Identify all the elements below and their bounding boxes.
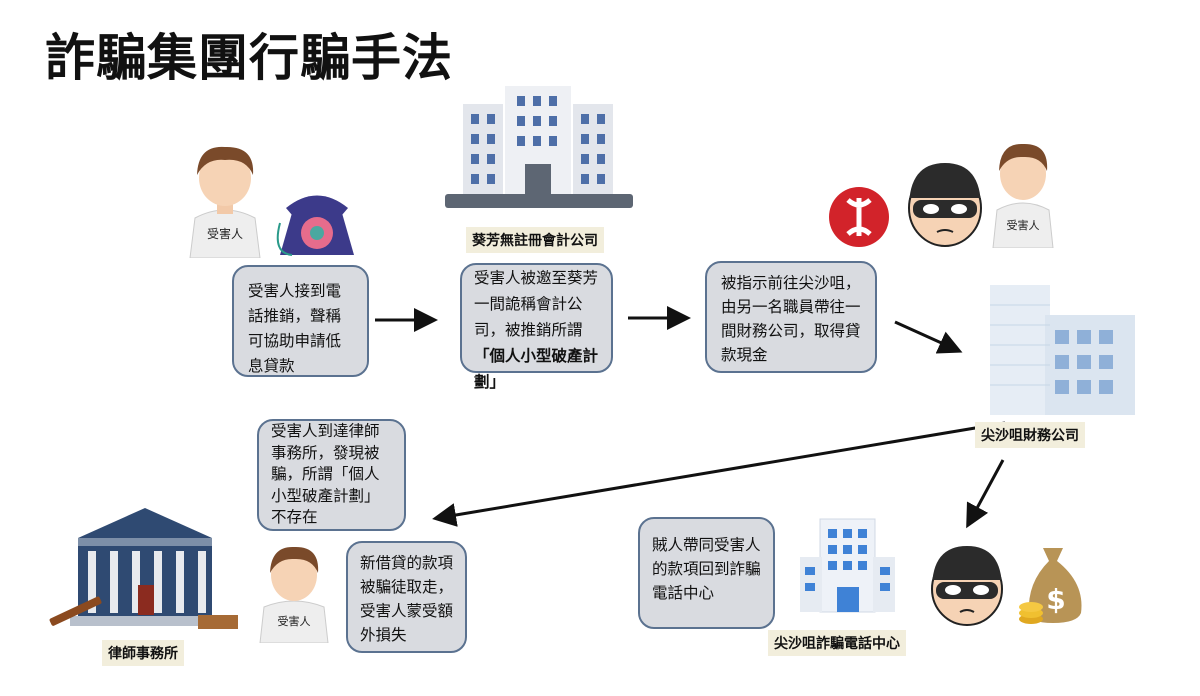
victim-figure-3: 受害人: [259, 546, 329, 643]
arrow-4: [432, 421, 1006, 527]
finance-building-icon: [990, 285, 1135, 415]
arrow-5: [966, 459, 1005, 529]
victim-figure-2: 受害人: [992, 143, 1054, 248]
step-2-plan-name: 「個人小型破產計劃」: [474, 347, 599, 391]
svg-text:$: $: [1046, 583, 1065, 616]
victim-figure-1: 受害人: [189, 146, 261, 258]
thief-icon-2: [931, 546, 1003, 626]
page-title: 詐騙集團行騙手法: [45, 29, 453, 87]
label-tst-finance: 尖沙咀財務公司: [975, 422, 1085, 448]
thief-icon-1: [908, 163, 982, 247]
label-kwai-fong-company: 葵芳無註冊會計公司: [466, 227, 604, 253]
step-2-box: 受害人被邀至葵芳一間詭稱會計公司，被推銷所謂「個人小型破產計劃」: [460, 263, 613, 391]
svg-text:受害人: 受害人: [1007, 218, 1040, 232]
step-4-box: 賊人帶同受害人的款項回到詐騙電話中心: [638, 517, 775, 629]
step-6-box: 新借貸的款項被騙徒取走，受害人蒙受額外損失: [346, 541, 467, 653]
office-building-icon: [445, 86, 633, 208]
telephone-icon: [276, 195, 354, 256]
step-2-text: 受害人被邀至葵芳一間詭稱會計公司，被推銷所謂: [474, 269, 599, 339]
call-center-building-icon: [800, 518, 895, 613]
step-5-box: 受害人到達律師事務所，發現被騙，所謂「個人小型破產計劃」不存在: [257, 419, 406, 531]
money-bag-icon: $: [1019, 548, 1082, 624]
label-law-firm: 律師事務所: [102, 640, 184, 666]
svg-text:受害人: 受害人: [278, 614, 311, 628]
label-tst-call-center: 尖沙咀詐騙電話中心: [768, 630, 906, 656]
step-1-box: 受害人接到電話推銷，聲稱可協助申請低息貸款: [232, 265, 369, 377]
step-3-box: 被指示前往尖沙咀，由另一名職員帶往一間財務公司，取得貸款現金: [705, 261, 877, 373]
arrow-3: [894, 320, 963, 354]
mtr-logo-icon: [829, 187, 889, 247]
law-firm-icon: [49, 508, 238, 629]
svg-text:受害人: 受害人: [207, 226, 243, 241]
